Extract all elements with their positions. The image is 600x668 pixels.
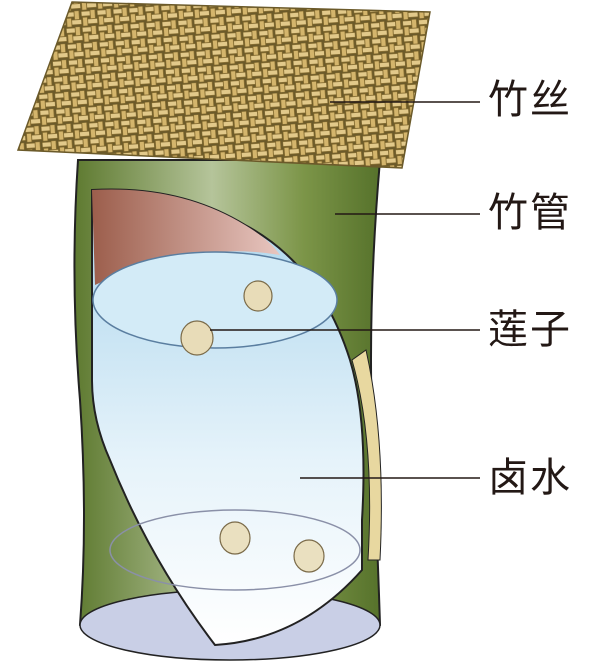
tube-inner-wall bbox=[92, 189, 280, 285]
water-surface bbox=[92, 251, 338, 349]
tube-edge bbox=[351, 349, 382, 561]
leader-lines bbox=[210, 101, 480, 479]
bamboo-strips-mesh bbox=[16, 1, 431, 169]
label-bamboo-strips: 竹丝 bbox=[488, 77, 572, 123]
label-brine: 卤水 bbox=[488, 455, 572, 501]
label-lotus-seeds: 莲子 bbox=[488, 307, 572, 353]
label-bamboo-tube: 竹管 bbox=[488, 190, 572, 236]
tube-floor bbox=[109, 509, 361, 591]
lotus-seeds bbox=[180, 280, 325, 573]
